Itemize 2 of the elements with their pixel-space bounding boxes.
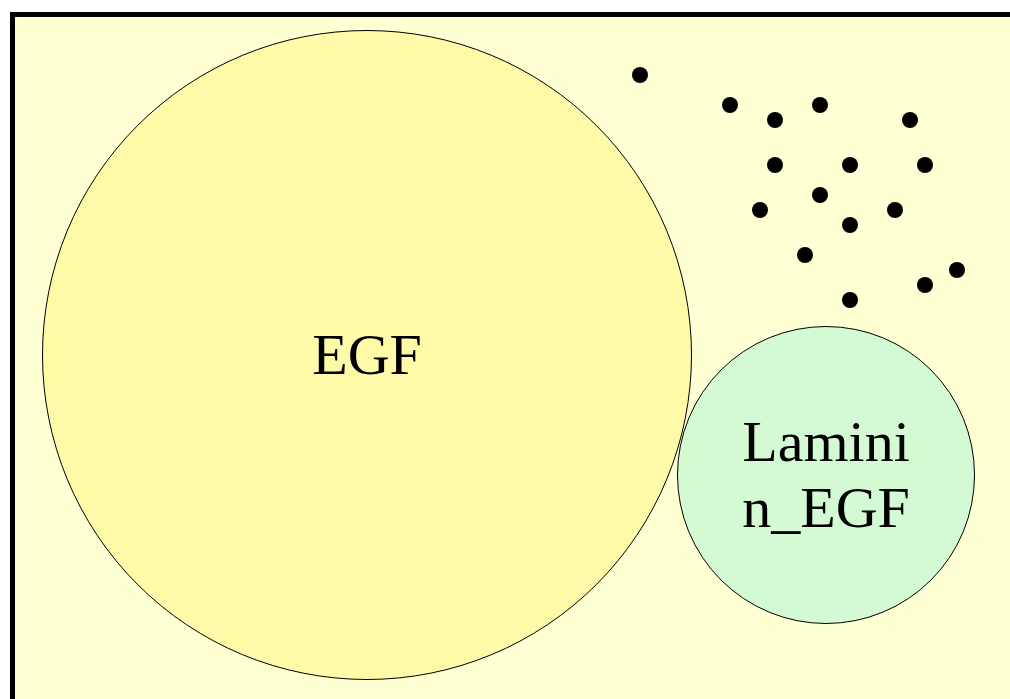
circle-label: Laminin_EGF xyxy=(741,409,911,541)
circle-label: EGF xyxy=(312,322,422,388)
